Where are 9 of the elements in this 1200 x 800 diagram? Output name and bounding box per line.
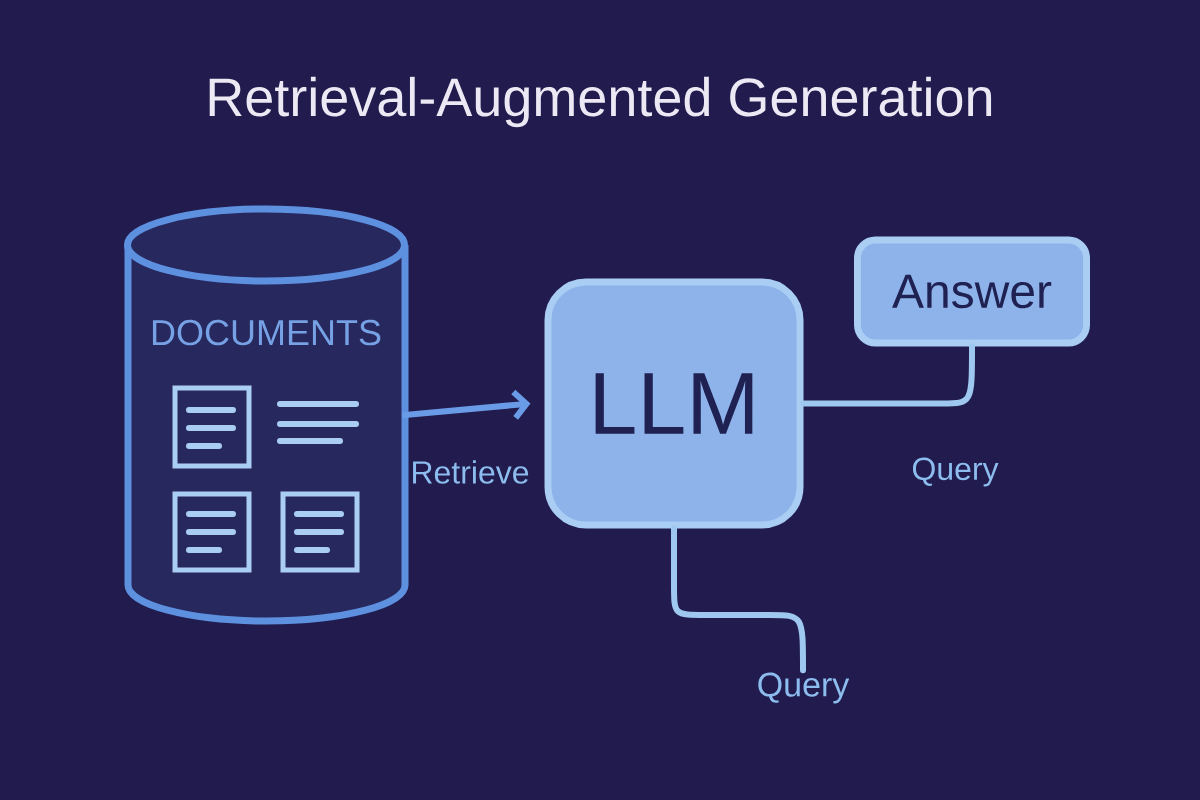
output-box: Answer [854,236,1090,347]
edge-label: Query [912,457,999,487]
connector [800,343,975,407]
edge-label: Retrieve [413,460,529,484]
title: Retrieval-Augmented Generation [209,76,992,128]
process-box: LLM [544,278,804,529]
connector [401,389,531,420]
connector [671,525,806,674]
input-label: Query [758,672,850,704]
